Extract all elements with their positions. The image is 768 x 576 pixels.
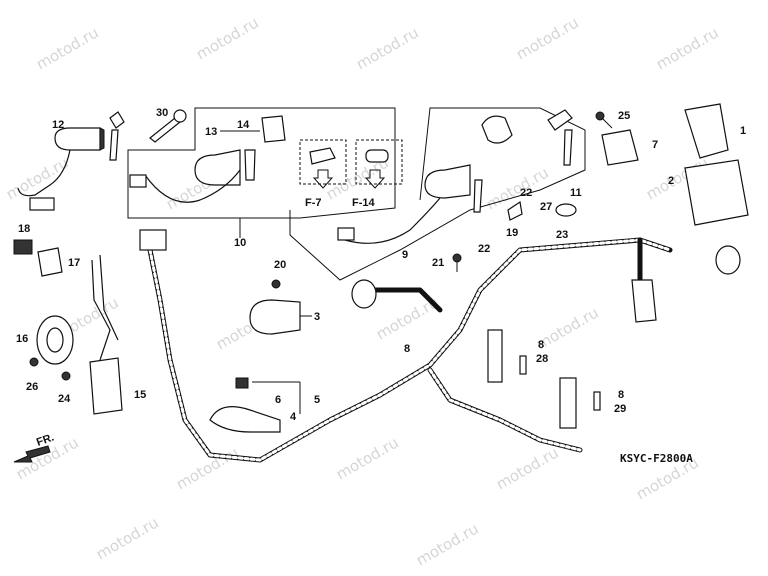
callout-7: 7 bbox=[652, 139, 658, 151]
callout-6: 6 bbox=[275, 394, 281, 406]
callout-28: 28 bbox=[536, 353, 548, 365]
callout-11: 11 bbox=[570, 187, 582, 199]
callout-21: 21 bbox=[432, 257, 444, 269]
watermark: motod.ru bbox=[413, 519, 482, 569]
callout-8c: 8 bbox=[618, 389, 624, 401]
plug-cap-icon bbox=[209, 377, 281, 433]
callout-23: 23 bbox=[556, 229, 568, 241]
key-30-icon bbox=[149, 109, 187, 143]
callout-5: 5 bbox=[314, 394, 320, 406]
switch-9-icon bbox=[337, 164, 483, 244]
diagram-code: KSYC-F2800A bbox=[620, 452, 693, 465]
callout-14: 14 bbox=[237, 119, 250, 131]
callout-10: 10 bbox=[234, 237, 246, 249]
callout-3: 3 bbox=[314, 311, 320, 323]
callout-27: 27 bbox=[540, 201, 552, 213]
callout-22b: 22 bbox=[478, 243, 490, 255]
ignition-coil-3-icon bbox=[249, 279, 301, 335]
key-cylinder-icon bbox=[309, 147, 336, 165]
callout-1: 1 bbox=[740, 125, 746, 137]
ref-box-f7 bbox=[299, 139, 347, 185]
callout-8a: 8 bbox=[404, 343, 410, 355]
arrow-down-icon bbox=[364, 169, 386, 189]
watermark: motod.ru bbox=[33, 23, 102, 73]
clamp-23-icon bbox=[555, 203, 577, 217]
callout-17: 17 bbox=[68, 257, 80, 269]
callout-22a: 22 bbox=[520, 187, 532, 199]
arrow-down-icon bbox=[312, 169, 334, 189]
callout-4: 4 bbox=[290, 411, 297, 423]
bolt-25-icon bbox=[595, 111, 613, 129]
callout-9: 9 bbox=[402, 249, 408, 261]
callout-20: 20 bbox=[274, 259, 286, 271]
watermark: motod.ru bbox=[193, 13, 262, 63]
watermark: motod.ru bbox=[653, 23, 722, 73]
watermark: motod.ru bbox=[353, 23, 422, 73]
ignition-switch-icon bbox=[129, 115, 286, 203]
callout-15: 15 bbox=[134, 389, 146, 401]
watermark: motod.ru bbox=[333, 433, 402, 483]
watermark: motod.ru bbox=[493, 443, 562, 493]
fuse-28-icon bbox=[519, 355, 527, 375]
callout-29: 29 bbox=[614, 403, 626, 415]
group-frame-10 bbox=[127, 107, 396, 219]
callout-16: 16 bbox=[16, 333, 28, 345]
ref-f14: F-14 bbox=[352, 197, 376, 209]
bolt-24-icon bbox=[61, 371, 71, 381]
watermark: motod.ru bbox=[513, 13, 582, 63]
control-unit-2-icon bbox=[684, 159, 749, 226]
clip-19-icon bbox=[507, 200, 523, 221]
callout-8b: 8 bbox=[538, 339, 544, 351]
main-harness-8 bbox=[139, 229, 741, 463]
horn-16-icon bbox=[36, 315, 74, 365]
callout-30: 30 bbox=[156, 107, 168, 119]
fuse-29-icon bbox=[593, 391, 601, 411]
callout-19: 19 bbox=[506, 227, 518, 239]
relay-1-icon bbox=[684, 103, 729, 159]
relay-7-icon bbox=[601, 129, 639, 166]
callout-25: 25 bbox=[618, 110, 630, 122]
bolt-26-icon bbox=[29, 357, 39, 367]
callout-12: 12 bbox=[52, 119, 64, 131]
front-indicator: FR. bbox=[35, 431, 56, 448]
watermark: motod.ru bbox=[93, 513, 162, 563]
relay-17-icon bbox=[37, 247, 63, 277]
front-arrow-icon bbox=[13, 445, 51, 463]
relay-18-icon bbox=[13, 239, 33, 255]
bolt-21-icon bbox=[452, 253, 462, 272]
lock-cylinder-icon bbox=[365, 149, 389, 163]
watermark: motod.ru bbox=[3, 153, 72, 203]
callout-13: 13 bbox=[205, 126, 217, 138]
callout-24: 24 bbox=[58, 393, 71, 405]
switch-12-icon bbox=[17, 111, 125, 211]
ref-f7: F-7 bbox=[305, 197, 322, 209]
callout-26: 26 bbox=[26, 381, 38, 393]
callout-2: 2 bbox=[668, 175, 674, 187]
group-frame-9 bbox=[289, 107, 586, 281]
connector-15-icon bbox=[89, 254, 123, 415]
callout-18: 18 bbox=[18, 223, 30, 235]
lock-set-11-icon bbox=[481, 109, 573, 166]
